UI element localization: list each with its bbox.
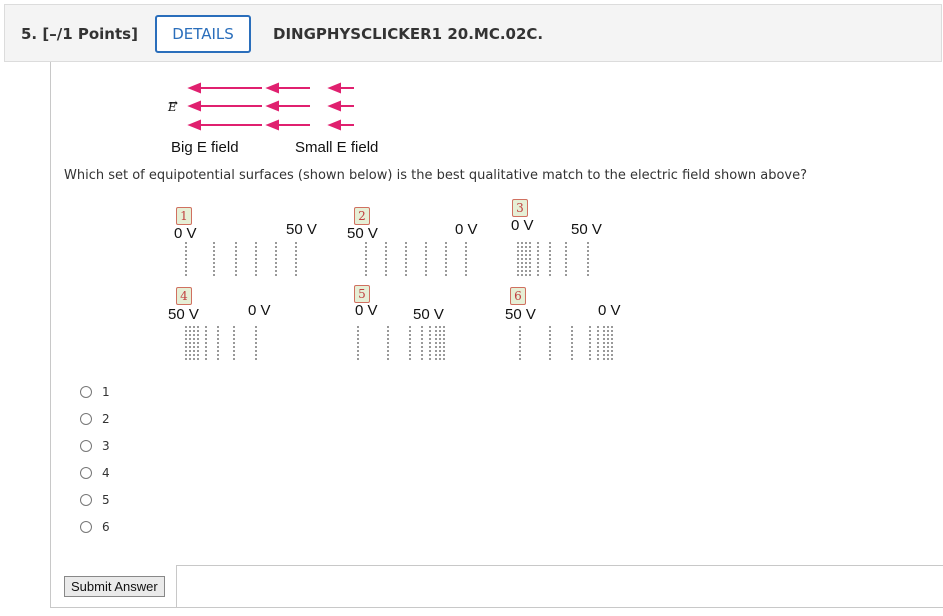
option-badge-3: 3 bbox=[512, 199, 528, 217]
question-text: Which set of equipotential surfaces (sho… bbox=[64, 168, 808, 183]
option-1-equipotentials bbox=[185, 242, 297, 278]
option-badge-5: 5 bbox=[354, 285, 370, 303]
choice-2[interactable]: 2 bbox=[80, 405, 110, 432]
option-2-left-voltage: 50 V bbox=[347, 225, 378, 242]
option-1-left-voltage: 0 V bbox=[174, 225, 197, 242]
small-e-field-label: Small E field bbox=[295, 139, 379, 156]
radio-3[interactable] bbox=[80, 439, 92, 452]
option-4-equipotentials bbox=[185, 326, 257, 362]
option-6-right-voltage: 0 V bbox=[598, 302, 621, 319]
option-5-right-voltage: 50 V bbox=[413, 306, 444, 323]
option-3-left-voltage: 0 V bbox=[511, 217, 534, 234]
answer-choices: 1 2 3 4 5 6 bbox=[80, 378, 110, 540]
option-2-equipotentials bbox=[365, 242, 467, 278]
submit-answer-button[interactable]: Submit Answer bbox=[64, 576, 165, 597]
choice-label-4: 4 bbox=[102, 465, 110, 480]
choice-1[interactable]: 1 bbox=[80, 378, 110, 405]
e-field-letter: E bbox=[168, 100, 177, 114]
radio-4[interactable] bbox=[80, 466, 92, 479]
question-number: 5. [–/1 Points] bbox=[21, 25, 138, 43]
answer-area bbox=[176, 565, 943, 608]
choice-label-2: 2 bbox=[102, 411, 110, 426]
radio-1[interactable] bbox=[80, 385, 92, 398]
option-6-left-voltage: 50 V bbox=[505, 306, 536, 323]
option-3-equipotentials bbox=[517, 242, 589, 278]
option-4-left-voltage: 50 V bbox=[168, 306, 199, 323]
option-5-left-voltage: 0 V bbox=[355, 302, 378, 319]
choice-label-3: 3 bbox=[102, 438, 110, 453]
question-body bbox=[50, 62, 943, 608]
choice-label-1: 1 bbox=[102, 384, 110, 399]
question-id: DINGPHYSCLICKER1 20.MC.02C. bbox=[273, 25, 544, 43]
choice-6[interactable]: 6 bbox=[80, 513, 110, 540]
option-badge-1: 1 bbox=[176, 207, 192, 225]
big-e-field-label: Big E field bbox=[171, 139, 239, 156]
option-1-right-voltage: 50 V bbox=[286, 221, 317, 238]
radio-2[interactable] bbox=[80, 412, 92, 425]
radio-5[interactable] bbox=[80, 493, 92, 506]
option-badge-4: 4 bbox=[176, 287, 192, 305]
question-header: 5. [–/1 Points] DETAILS DINGPHYSCLICKER1… bbox=[4, 4, 942, 62]
option-2-right-voltage: 0 V bbox=[455, 221, 478, 238]
choice-5[interactable]: 5 bbox=[80, 486, 110, 513]
radio-6[interactable] bbox=[80, 520, 92, 533]
option-4-right-voltage: 0 V bbox=[248, 302, 271, 319]
option-6-equipotentials bbox=[519, 326, 613, 362]
details-button[interactable]: DETAILS bbox=[155, 15, 251, 53]
choice-label-6: 6 bbox=[102, 519, 110, 534]
option-badge-2: 2 bbox=[354, 207, 370, 225]
choice-3[interactable]: 3 bbox=[80, 432, 110, 459]
choice-4[interactable]: 4 bbox=[80, 459, 110, 486]
option-badge-6: 6 bbox=[510, 287, 526, 305]
choice-label-5: 5 bbox=[102, 492, 110, 507]
e-field-symbol: → bbox=[168, 96, 179, 110]
option-3-right-voltage: 50 V bbox=[571, 221, 602, 238]
option-5-equipotentials bbox=[357, 326, 445, 362]
electric-field-arrows bbox=[187, 82, 354, 131]
